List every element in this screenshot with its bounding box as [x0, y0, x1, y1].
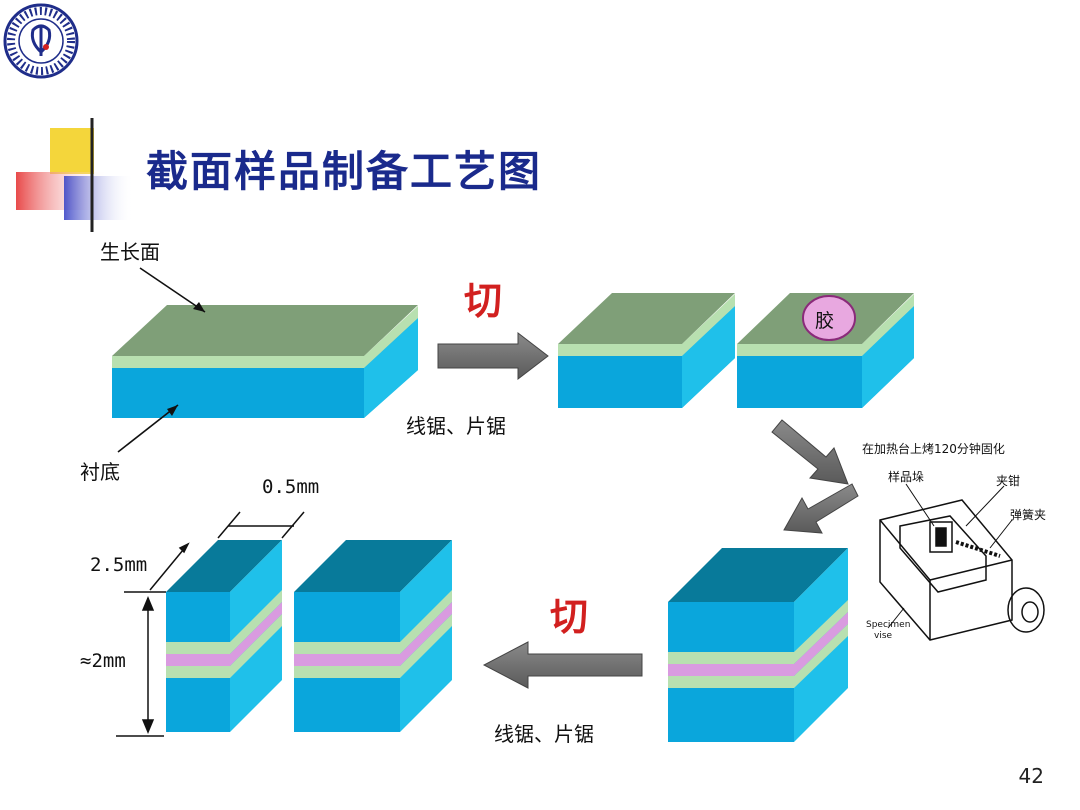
growth-surface-pointer — [139, 267, 206, 313]
sample-holder-label: 样品垛 — [888, 470, 925, 484]
glue-label: 胶 — [815, 310, 835, 332]
clamp-label: 夹钳 — [996, 474, 1021, 488]
cure-note: 在加热台上烤120分钟固化 — [862, 442, 1005, 456]
page-number: 42 — [1018, 764, 1044, 788]
dimension-depth — [124, 542, 190, 593]
dimension-height — [116, 596, 164, 737]
growth-surface-label: 生长面 — [100, 240, 160, 264]
specimen-vise-label-1: Specimen — [866, 620, 911, 630]
cut-label-top: 切 — [464, 278, 503, 323]
bonded-cube — [668, 548, 848, 742]
glue-spot — [802, 295, 856, 341]
arrow-down-left — [783, 483, 859, 534]
arrow-left — [482, 641, 643, 689]
institute-logo — [3, 3, 79, 79]
thin-cube-left — [166, 540, 282, 732]
wafer-slab — [112, 305, 418, 418]
page-title: 截面样品制备工艺图 — [146, 147, 543, 196]
cut-slab-right — [737, 293, 914, 408]
substrate-label: 衬底 — [80, 460, 120, 484]
width-dimension-label: 0.5mm — [262, 476, 320, 498]
specimen-vise-illustration — [862, 464, 1058, 654]
depth-dimension-label: 2.5mm — [90, 554, 148, 576]
cut-slab-left — [558, 293, 735, 408]
height-dimension-label: ≈2mm — [80, 650, 126, 672]
saw-label-top: 线锯、片锯 — [406, 414, 506, 438]
cut-label-bottom: 切 — [550, 594, 589, 639]
dimension-width — [217, 511, 305, 539]
spring-clip-label: 弹簧夹 — [1010, 508, 1047, 522]
substrate-pointer — [117, 404, 179, 453]
saw-label-bottom: 线锯、片锯 — [494, 722, 594, 746]
thin-cube-right — [294, 540, 452, 732]
specimen-vise-label-2: vise — [874, 631, 893, 641]
arrow-right — [437, 331, 549, 381]
title-decoration — [16, 118, 1040, 232]
arrow-down-right — [771, 419, 849, 485]
